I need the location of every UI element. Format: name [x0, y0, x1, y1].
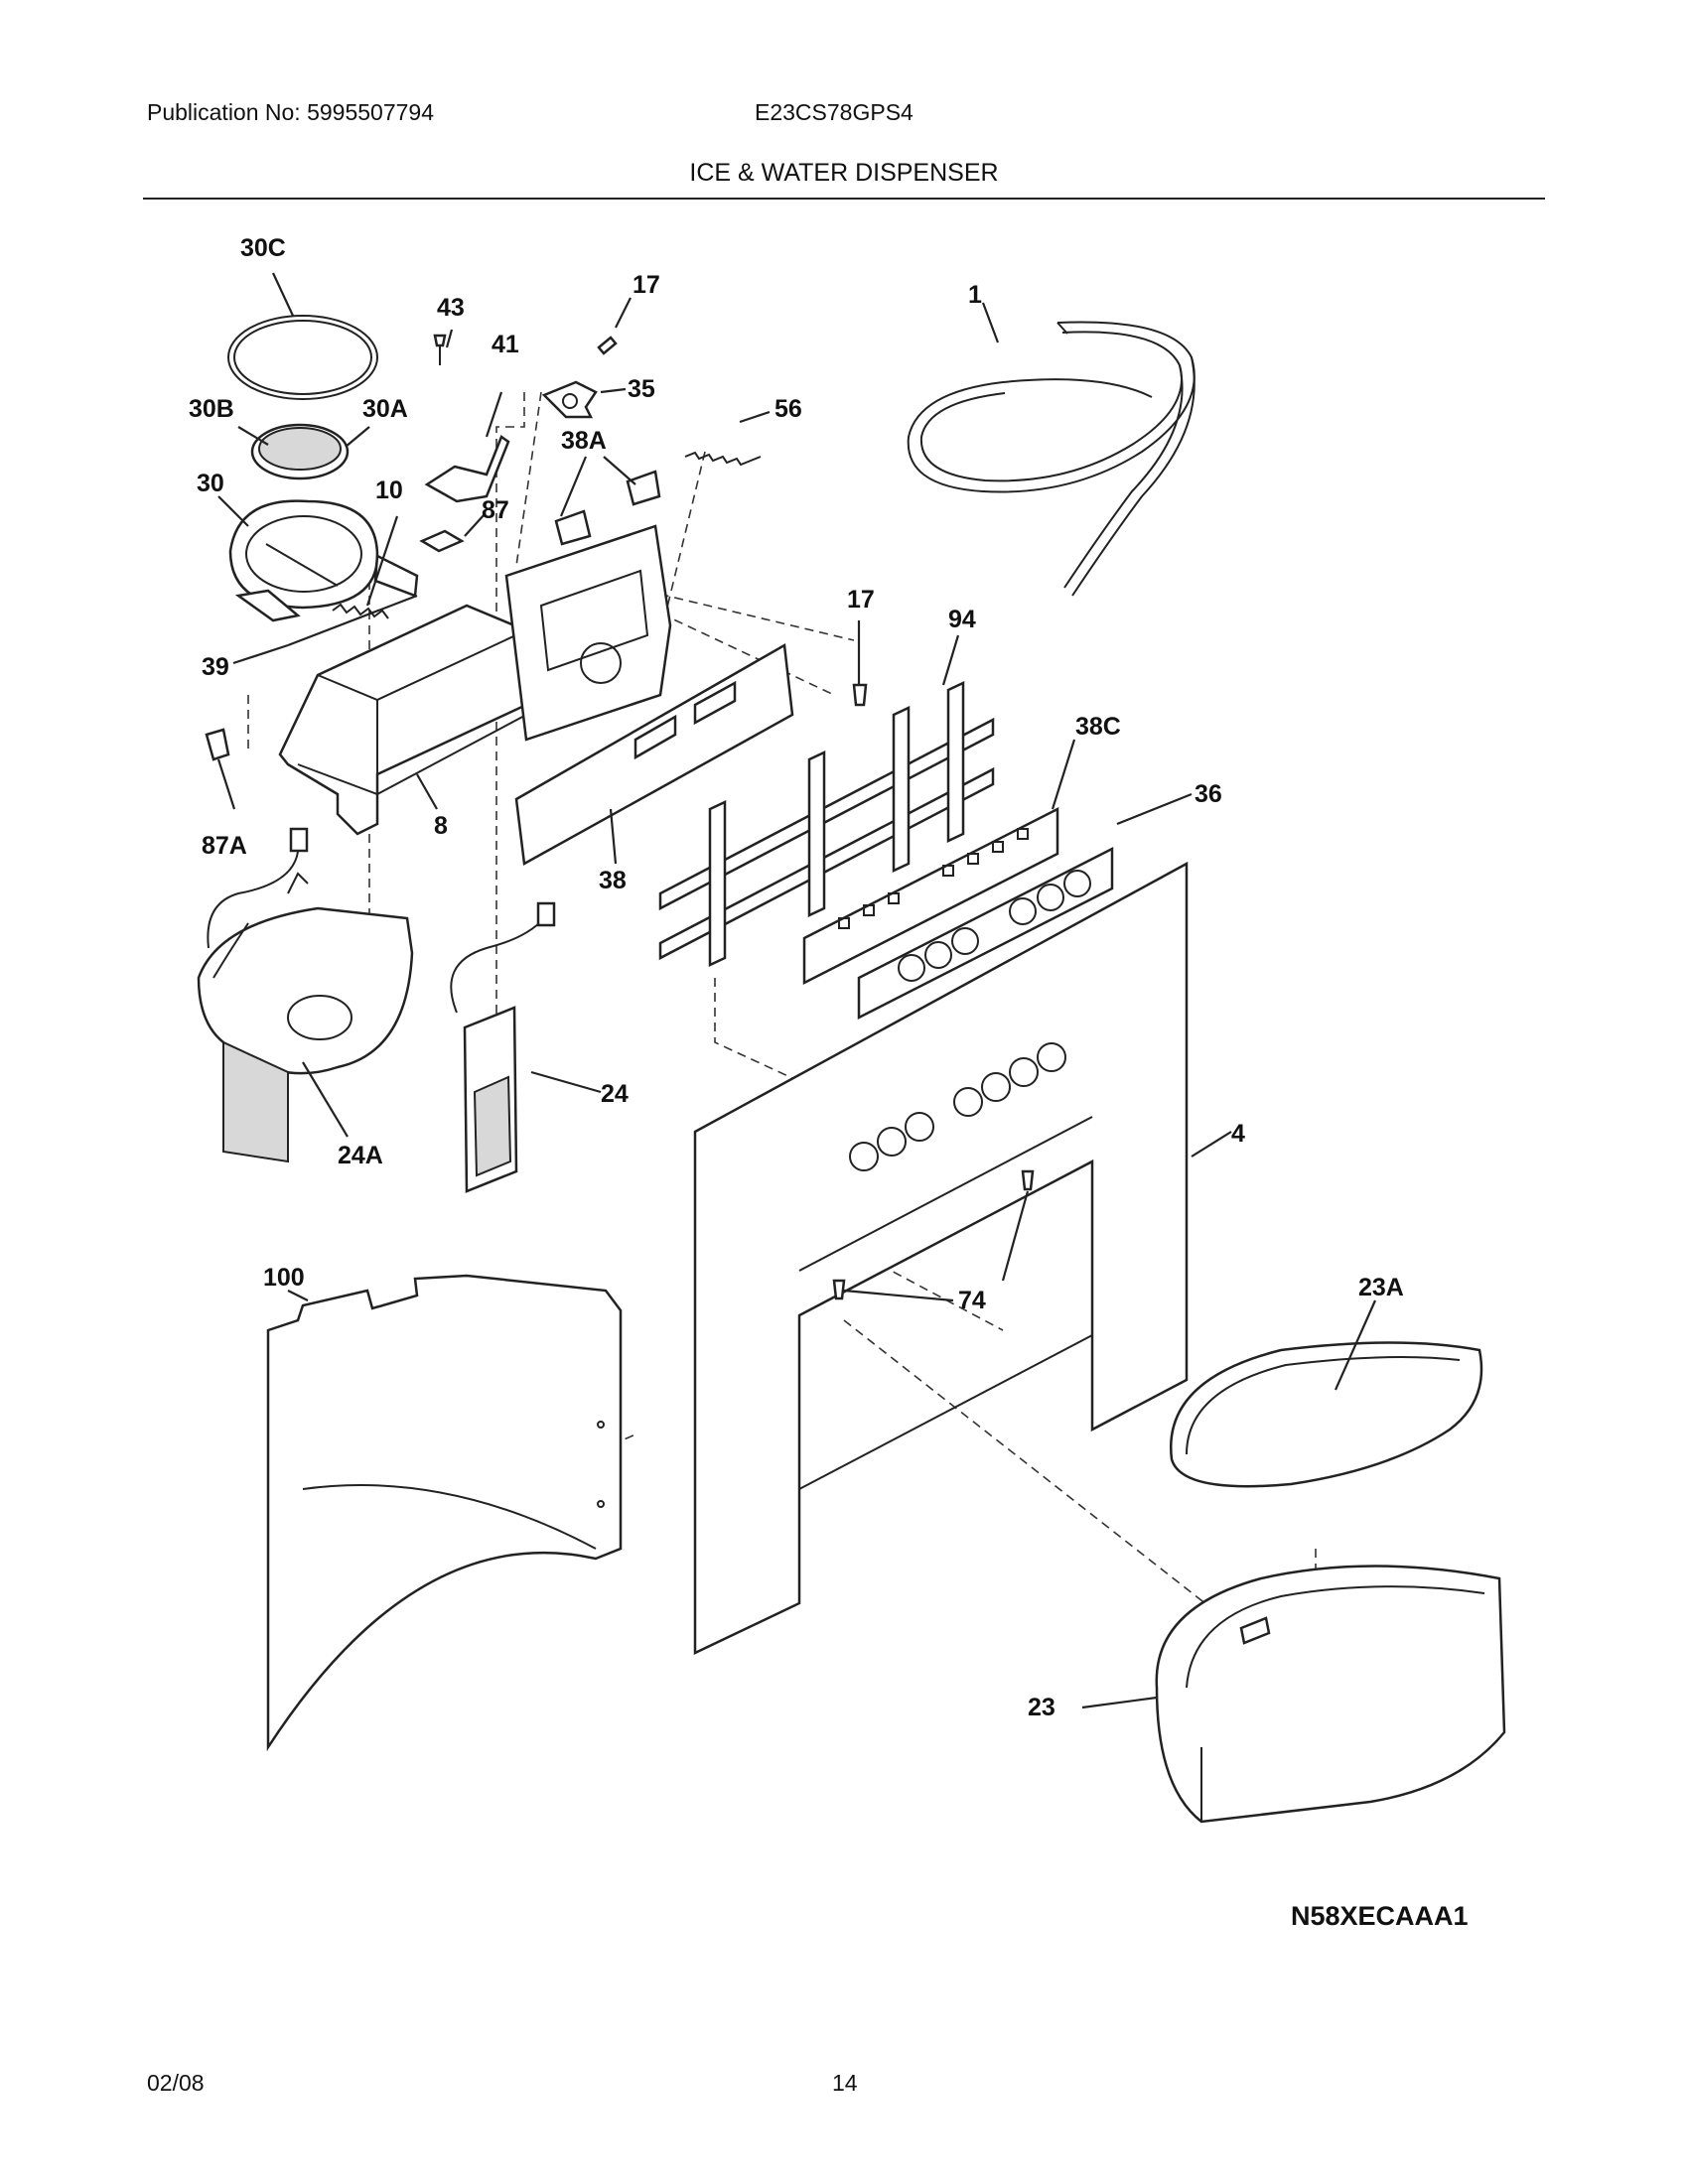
part-94-grid [658, 681, 995, 967]
part-30c-gasket [227, 315, 378, 400]
part-87-clip [419, 529, 465, 553]
part-38-board [514, 642, 794, 866]
part-23-tray-base [1155, 1565, 1506, 1824]
callout-87a: 87A [202, 832, 247, 860]
callout-1: 1 [968, 281, 982, 309]
part-41-bracket [424, 435, 510, 503]
part-4-front-panel [693, 861, 1189, 1655]
part-24a-housing [197, 872, 414, 1163]
callout-94: 94 [948, 606, 976, 633]
callout-39: 39 [202, 653, 229, 681]
callout-30: 30 [197, 470, 224, 497]
callout-43: 43 [437, 294, 465, 322]
callout-24a: 24A [338, 1142, 383, 1169]
callout-35: 35 [628, 375, 655, 403]
part-87a-clip [205, 728, 230, 761]
callout-10: 10 [375, 477, 403, 504]
part-8-housing [278, 604, 528, 836]
callout-labels: 30C 43 17 1 41 35 30B 30A 56 38A 30 10 8… [189, 234, 1404, 1721]
callout-38: 38 [599, 867, 627, 894]
part-35-switch [541, 380, 598, 419]
callout-17-top: 17 [633, 271, 660, 299]
diagram-code: N58XECAAA1 [1291, 1901, 1469, 1931]
callout-23a: 23A [1358, 1274, 1404, 1301]
footer-date: 02/08 [147, 2070, 205, 2096]
part-control-frame [504, 524, 672, 742]
part-38c-panel [802, 806, 1059, 986]
callout-4: 4 [1231, 1120, 1245, 1148]
callout-41: 41 [492, 331, 519, 358]
part-38a-switches [554, 470, 661, 546]
part-74-screw-b [832, 1279, 846, 1300]
callout-74: 74 [958, 1287, 986, 1314]
callout-36: 36 [1195, 780, 1222, 808]
callout-87: 87 [482, 496, 509, 524]
part-17-screw-top [597, 336, 618, 355]
part-30b-screen [250, 423, 350, 480]
callout-38a: 38A [561, 427, 607, 455]
callout-23: 23 [1028, 1694, 1055, 1721]
publication-number: Publication No: 5995507794 [147, 99, 435, 125]
callout-100: 100 [263, 1264, 305, 1292]
part-100-liner [266, 1274, 623, 1752]
header-rule [143, 198, 1545, 200]
part-23a-tray [1169, 1341, 1483, 1488]
part-24-solenoid [207, 827, 556, 1193]
callout-38c: 38C [1075, 713, 1121, 741]
page-number: 14 [832, 2070, 858, 2096]
callout-56: 56 [774, 395, 802, 423]
callout-17-mid: 17 [847, 586, 875, 614]
callout-30c: 30C [240, 234, 286, 262]
leader-lines [216, 272, 1377, 1709]
part-30-ring [228, 499, 419, 622]
callout-30a: 30A [362, 395, 408, 423]
section-title: ICE & WATER DISPENSER [689, 159, 999, 187]
part-10-spring [332, 603, 389, 619]
part-74-screw-a [1021, 1169, 1035, 1191]
part-1-tubing [907, 321, 1196, 597]
part-56-spring [684, 451, 762, 467]
callout-8: 8 [434, 812, 448, 840]
part-39-rod [287, 594, 418, 647]
callout-24: 24 [601, 1080, 629, 1108]
callout-30b: 30B [189, 395, 234, 423]
part-43-screw [433, 334, 447, 365]
part-36-overlay [857, 846, 1114, 1021]
part-17-screw-mid [852, 683, 868, 707]
model-number: E23CS78GPS4 [755, 99, 914, 125]
